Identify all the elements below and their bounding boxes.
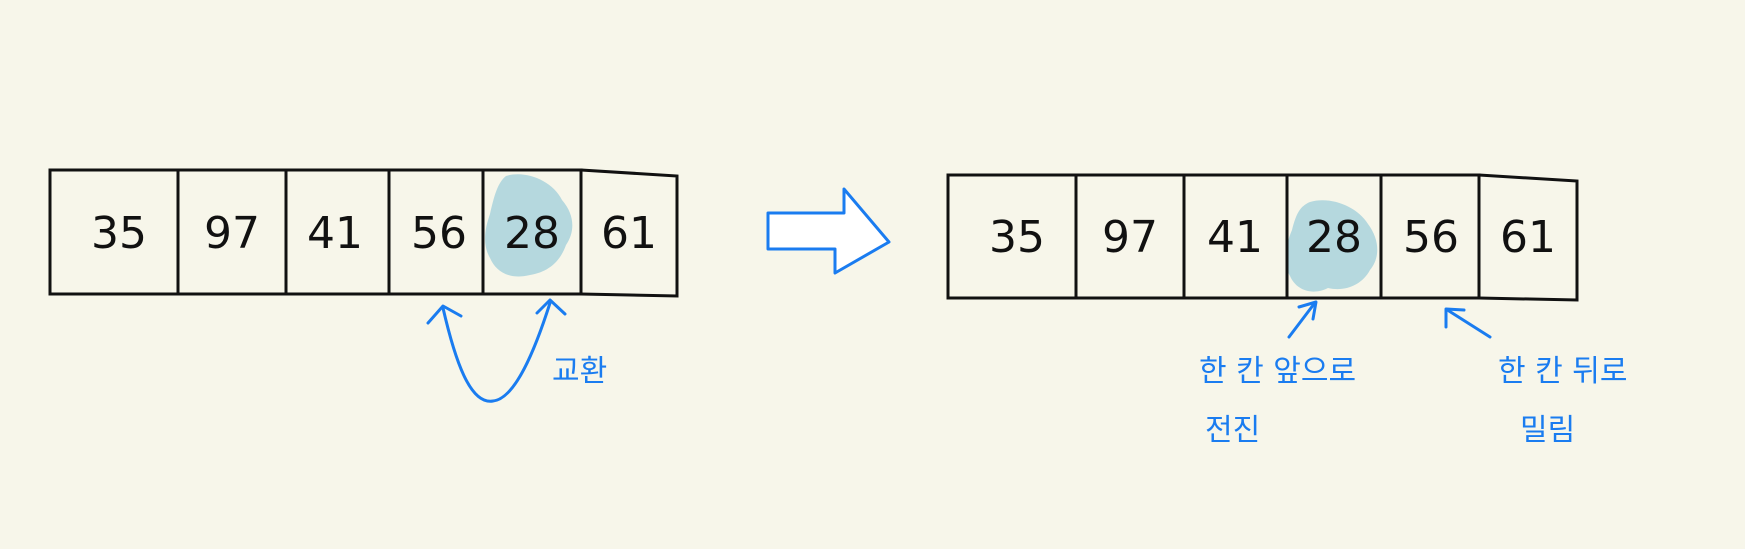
after-cell-value: 56 [1403, 212, 1459, 263]
before-cell-value: 61 [601, 208, 657, 259]
before-cell-value: 97 [204, 208, 260, 259]
before-highlight-blob [485, 174, 573, 277]
backward-label-line2: 밀림 [1520, 413, 1575, 448]
after-array-frame [946, 173, 1481, 300]
after-last-cell [1478, 173, 1579, 302]
forward-annotation: 한 칸 앞으로 전진 [1199, 300, 1356, 448]
swap-arrowhead-left [426, 304, 463, 325]
before-array: 35 97 41 56 28 61 [48, 168, 679, 298]
after-cell-value: 35 [989, 212, 1045, 263]
after-cell-value: 97 [1102, 212, 1158, 263]
swap-arrow: 교환 [426, 298, 607, 403]
before-cell-value: 41 [307, 208, 363, 259]
backward-arrowhead [1444, 307, 1466, 329]
after-array: 35 97 41 28 56 61 [946, 173, 1579, 302]
transition-arrow-icon [766, 187, 891, 275]
forward-label-line2: 전진 [1205, 413, 1260, 448]
swap-arrowhead-right [535, 298, 567, 316]
after-cell-value: 41 [1207, 212, 1263, 263]
after-highlight-blob [1285, 200, 1378, 292]
before-last-cell [580, 168, 679, 298]
after-cell-value: 61 [1500, 212, 1556, 263]
before-cell-value: 35 [91, 208, 147, 259]
backward-annotation: 한 칸 뒤로 밀림 [1444, 307, 1627, 448]
backward-arrow-shaft [1447, 309, 1492, 339]
before-cell-value: 28 [504, 208, 560, 259]
before-cell-value: 56 [411, 208, 467, 259]
forward-label-line1: 한 칸 앞으로 [1199, 354, 1356, 389]
forward-arrow-shaft [1287, 302, 1316, 339]
forward-arrowhead [1297, 300, 1318, 321]
swap-label: 교환 [552, 354, 607, 389]
swap-arc [441, 301, 552, 403]
after-cell-value: 28 [1306, 212, 1362, 263]
before-array-frame [48, 168, 583, 296]
backward-label-line1: 한 칸 뒤로 [1498, 354, 1627, 389]
